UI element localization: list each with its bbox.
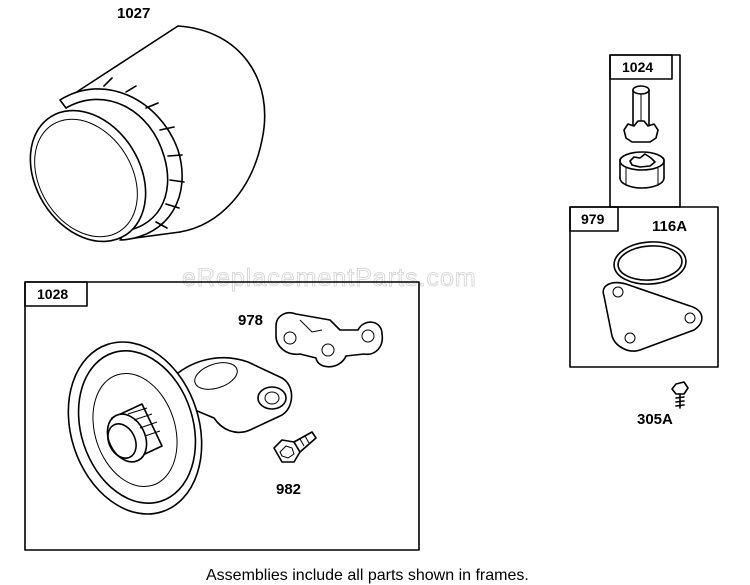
part-label-116A: 116A bbox=[652, 218, 687, 235]
pump-cover-plate bbox=[602, 281, 703, 352]
footer-note: Assemblies include all parts shown in fr… bbox=[206, 567, 529, 584]
frame-1028: 1028 bbox=[24, 281, 420, 551]
bolt-982 bbox=[273, 431, 317, 463]
part-label-1028: 1028 bbox=[37, 286, 68, 302]
oil-filter-1027 bbox=[29, 25, 266, 243]
screw-305A bbox=[671, 381, 689, 409]
bracket-978 bbox=[275, 311, 384, 368]
part-label-982: 982 bbox=[276, 481, 301, 498]
part-label-1024: 1024 bbox=[622, 59, 653, 75]
frame-979: 979 bbox=[569, 206, 719, 368]
pump-rotor-1024 bbox=[619, 85, 665, 189]
filter-adapter-1028 bbox=[67, 341, 293, 515]
part-label-1027: 1027 bbox=[117, 5, 150, 22]
part-label-978: 978 bbox=[238, 312, 263, 329]
part-label-305A: 305A bbox=[637, 411, 673, 428]
watermark: eReplacementParts.com bbox=[182, 264, 477, 292]
o-ring-116A bbox=[613, 241, 687, 285]
part-label-979: 979 bbox=[581, 211, 605, 227]
